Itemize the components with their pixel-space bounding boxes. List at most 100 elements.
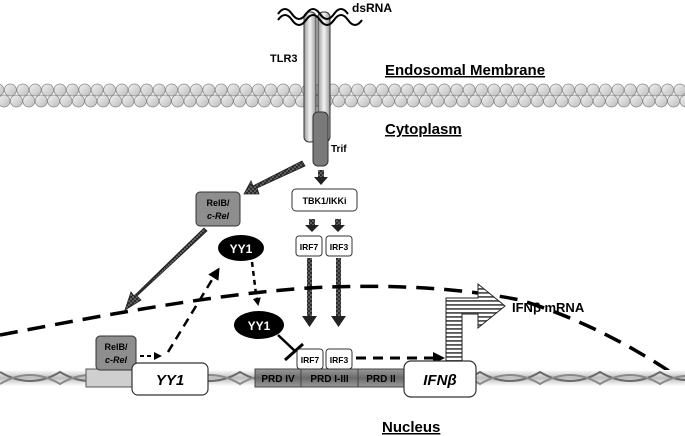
relb-translocation-arrow xyxy=(124,227,208,311)
lipid-head xyxy=(90,83,104,97)
lipid-head xyxy=(16,83,30,97)
lipid-head xyxy=(34,94,48,108)
irf3-bottom-box xyxy=(325,348,353,370)
lipid-head xyxy=(654,94,668,108)
lipid-head xyxy=(524,83,538,97)
lipid-head xyxy=(462,83,476,97)
relb-crel-bottom-line1: RelB/ xyxy=(104,342,128,352)
lipid-head xyxy=(351,83,365,97)
lipid-head xyxy=(592,94,606,108)
lipid-head xyxy=(642,94,656,108)
nucleus-label: Nucleus xyxy=(382,419,440,436)
lipid-head xyxy=(580,94,594,108)
yy1-top-label: YY1 xyxy=(230,242,253,256)
lipid-head xyxy=(406,94,420,108)
lipid-head xyxy=(543,94,556,108)
lipid-head xyxy=(158,94,172,108)
lipid-head xyxy=(171,94,185,108)
ifnb-gene-box xyxy=(403,360,477,398)
transcription-arrow xyxy=(445,282,506,362)
lipid-head xyxy=(3,83,17,97)
lipid-head xyxy=(72,94,85,108)
trif-label: Trif xyxy=(331,144,347,155)
lipid-head xyxy=(648,83,662,97)
lipid-head xyxy=(183,94,197,108)
lipid-head xyxy=(121,94,135,108)
lipid-head xyxy=(475,83,489,97)
lipid-head xyxy=(0,83,5,97)
cytoplasm-label: Cytoplasm xyxy=(385,121,462,138)
lipid-head xyxy=(344,94,358,108)
lipid-head xyxy=(233,94,247,108)
yy1-repressor-label: YY1 xyxy=(248,319,271,333)
irf7-top-label: IRF7 xyxy=(300,242,319,252)
lipid-head xyxy=(28,83,42,97)
lipid-head xyxy=(487,83,501,97)
lipid-head xyxy=(468,94,482,108)
prd-iv-label: PRD IV xyxy=(261,374,295,385)
lipid-head xyxy=(78,83,92,97)
lipid-head xyxy=(282,94,296,108)
yy1-expression-arrow xyxy=(166,267,220,353)
ifnb-gene-label: IFNβ xyxy=(423,372,456,389)
lipid-head xyxy=(394,94,408,108)
lipid-head xyxy=(568,94,581,108)
lipid-head xyxy=(673,83,685,97)
tlr3-receptor xyxy=(303,11,331,143)
nuclear-envelope xyxy=(0,284,685,384)
lipid-head xyxy=(165,83,179,97)
lipid-head xyxy=(103,83,116,97)
relb-crel-top-line1: RelB/ xyxy=(206,198,230,208)
lipid-head xyxy=(400,83,414,97)
lipid-head xyxy=(636,83,650,97)
lipid-head xyxy=(574,83,588,97)
lipid-head xyxy=(437,83,451,97)
lipid-head xyxy=(357,94,371,108)
tbk1-ikki-label: TBK1/IKKi xyxy=(302,196,346,206)
yy1-translocation-arrow xyxy=(250,261,261,306)
trif-adaptor xyxy=(312,111,329,167)
lipid-head xyxy=(562,83,575,97)
irf-translocation-arrows xyxy=(302,258,346,327)
lipid-head xyxy=(617,94,631,108)
lipid-head xyxy=(195,94,209,108)
lipid-head xyxy=(245,94,259,108)
lipid-head xyxy=(679,94,685,108)
lipid-head xyxy=(115,83,129,97)
irf3-top-label: IRF3 xyxy=(330,242,349,252)
irf7-bottom-box xyxy=(296,348,324,370)
tbk1-to-irf-arrows xyxy=(305,219,345,232)
lipid-head xyxy=(257,94,271,108)
dsrna-strand xyxy=(277,8,363,26)
lipid-head xyxy=(499,83,513,97)
lipid-head xyxy=(661,83,674,97)
ifnb-mrna-label: IFNβ mRNA xyxy=(512,300,585,315)
lipid-head xyxy=(96,94,110,108)
lipid-head xyxy=(264,83,278,97)
lipid-head xyxy=(208,94,222,108)
lipid-head xyxy=(66,83,79,97)
lipid-head xyxy=(289,83,303,97)
lipid-head xyxy=(276,83,290,97)
lipid-head xyxy=(220,94,234,108)
trif-to-tbk1-arrow xyxy=(314,170,328,185)
lipid-head xyxy=(530,94,544,108)
lipid-head xyxy=(109,94,122,108)
relb-crel-top-box xyxy=(195,191,241,227)
endosomal-membrane-bilayer xyxy=(0,83,685,108)
lipid-head xyxy=(413,83,427,97)
lipid-head xyxy=(189,83,203,97)
irf7-bottom-label: IRF7 xyxy=(301,355,320,365)
lipid-head xyxy=(419,94,433,108)
yy1-gene-box xyxy=(131,362,209,396)
yy1-gene-label: YY1 xyxy=(156,372,184,389)
lipid-head xyxy=(140,83,154,97)
relb-crel-bottom-line2: c-Rel xyxy=(105,355,128,365)
lipid-head xyxy=(59,94,73,108)
lipid-head xyxy=(605,94,618,108)
lipid-head xyxy=(537,83,550,97)
lipid-head xyxy=(22,94,36,108)
lipid-head xyxy=(425,83,439,97)
endosomal-membrane-label: Endosomal Membrane xyxy=(385,62,545,79)
lipid-head xyxy=(369,94,383,108)
